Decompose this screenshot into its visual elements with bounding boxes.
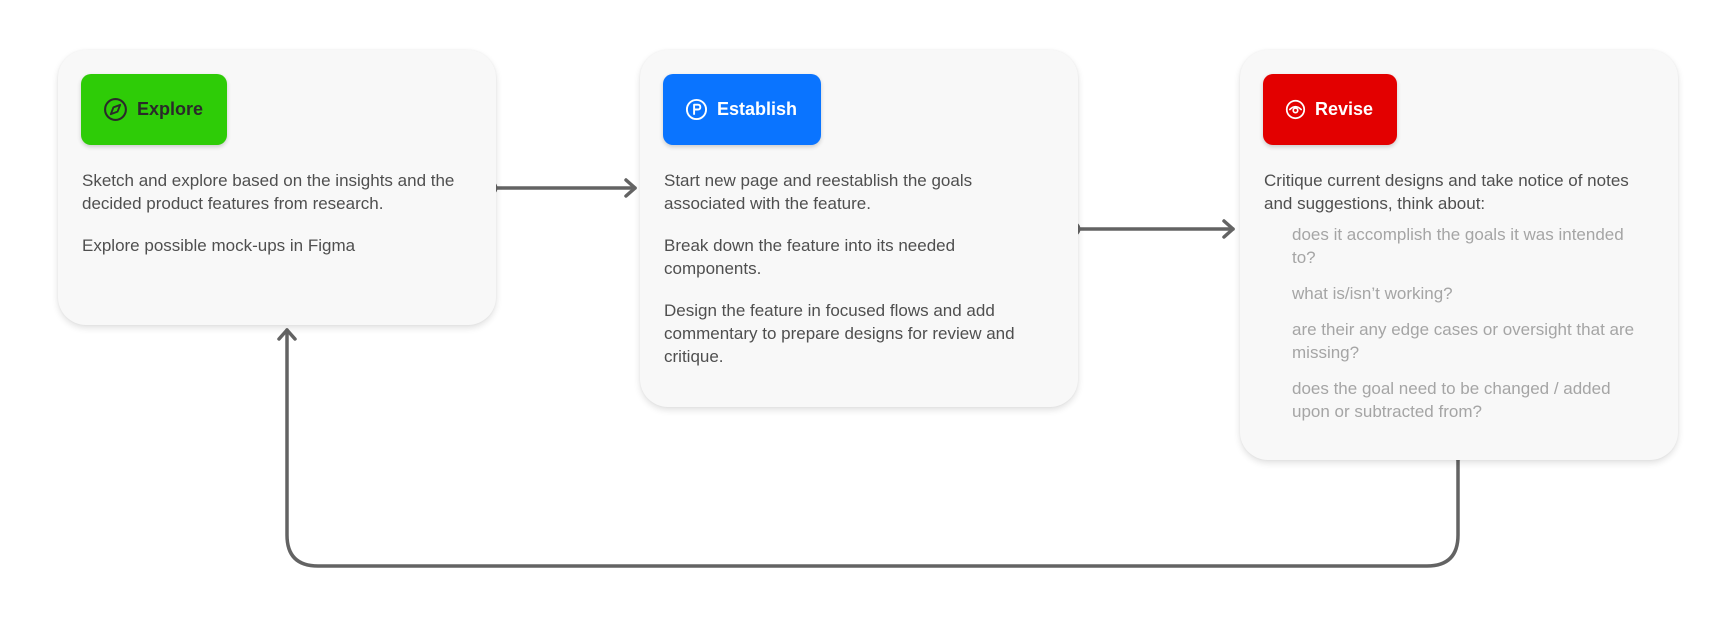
revise-description: Critique current designs and take notice… [1264, 169, 1652, 436]
revise-question: does the goal need to be changed / added… [1292, 379, 1611, 421]
revise-intro: Critique current designs and take notice… [1264, 171, 1629, 213]
compass-icon [104, 98, 127, 121]
establish-label: Establish [716, 99, 797, 119]
revise-question: what is/isn’t working? [1292, 284, 1453, 303]
establish-card: Establish Start new page and reestablish… [640, 50, 1078, 407]
explore-card: Explore Sketch and explore based on the … [58, 50, 496, 325]
establish-badge: Establish [663, 74, 821, 145]
arrowhead-revise [1222, 219, 1235, 239]
revise-question-list: does it accomplish the goals it was inte… [1264, 223, 1652, 423]
establish-paragraph: Start new page and reestablish the goals… [664, 171, 973, 213]
arrowhead-explore [277, 328, 297, 341]
establish-paragraph: Design the feature in focused flows and … [664, 301, 1015, 366]
explore-label: Explore [136, 99, 203, 119]
revise-label: Revise [1314, 99, 1373, 119]
revise-question: does it accomplish the goals it was inte… [1292, 225, 1624, 267]
revise-card: Revise Critique current designs and take… [1240, 50, 1678, 460]
arrowhead-establish [624, 178, 637, 198]
flag-p-icon [685, 98, 708, 121]
establish-paragraph: Break down the feature into its needed c… [664, 236, 956, 278]
explore-paragraph: Explore possible mock-ups in Figma [82, 236, 356, 255]
revise-question: are their any edge cases or oversight th… [1292, 320, 1635, 362]
revise-badge: Revise [1263, 74, 1397, 145]
eye-icon [1285, 99, 1306, 120]
explore-description: Sketch and explore based on the insights… [82, 169, 470, 276]
establish-description: Start new page and reestablish the goals… [664, 169, 1052, 387]
explore-badge: Explore [81, 74, 227, 145]
explore-paragraph: Sketch and explore based on the insights… [82, 171, 455, 213]
